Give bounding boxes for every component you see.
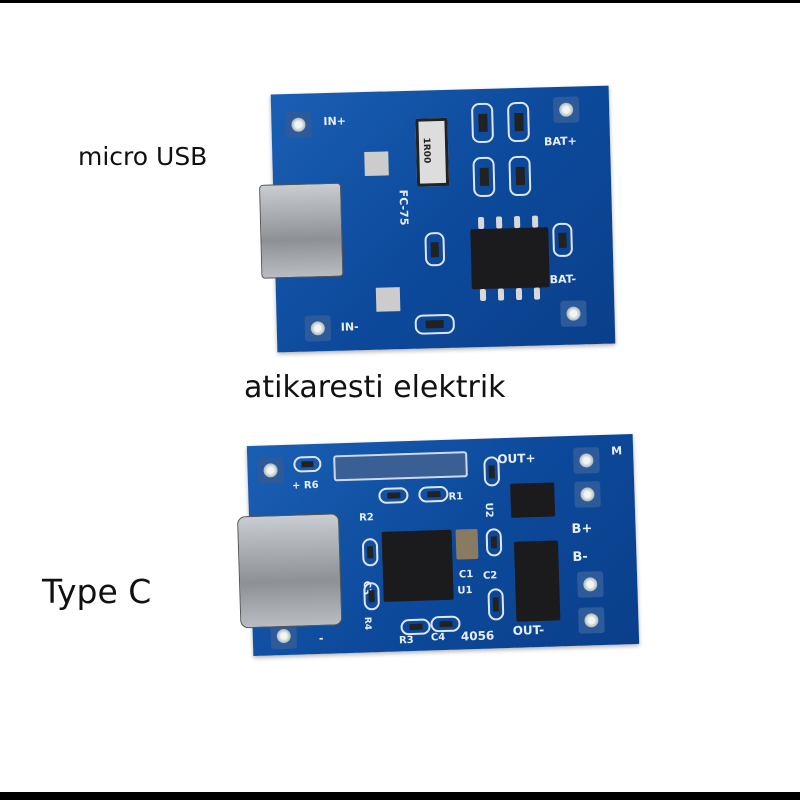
capacitor-c1 (455, 528, 479, 560)
smd-component (485, 528, 503, 557)
micro-usb-charger-board: IN+ IN- BAT+ BAT- FC-75 1R00 (259, 85, 616, 353)
label-r4: R4 (361, 616, 373, 631)
label-c1: C1 (458, 569, 474, 581)
pad-bat-minus (560, 300, 587, 327)
smd-component (363, 582, 381, 611)
pad-b-minus (576, 570, 604, 598)
smd-component (472, 156, 496, 198)
smd-component (470, 102, 495, 144)
label-bat-plus: BAT+ (543, 134, 577, 149)
label-r3: R3 (398, 634, 414, 647)
led (375, 287, 401, 312)
pad-out-minus (578, 606, 605, 634)
ic-pin (533, 287, 541, 300)
label-c4: C4 (430, 631, 446, 644)
type-c-charger-board: M B+ B- OUT+ OUT- 4056 + R6 - R1 R2 R3 R… (237, 433, 640, 657)
ic-pin (515, 287, 523, 301)
smd-component (487, 588, 505, 621)
ic-protection (513, 540, 561, 622)
pad (257, 456, 284, 484)
smd-component (293, 455, 322, 473)
label-plus-r6: + R6 (291, 479, 319, 492)
label-part: FC-75 (396, 189, 411, 226)
smd-component (378, 487, 409, 505)
ic-pin (495, 216, 503, 229)
smd-component (361, 538, 379, 567)
smd-component (414, 313, 456, 335)
smd-component (418, 485, 449, 503)
label-u1: U1 (457, 585, 473, 597)
smd-component (424, 231, 446, 267)
smd-component (430, 615, 461, 633)
label-r1: R1 (448, 491, 464, 503)
smd-component (508, 155, 532, 197)
smd-component (506, 101, 531, 143)
caption-micro-usb: micro USB (78, 142, 208, 171)
label-out-plus: OUT+ (497, 451, 536, 467)
pad-in-minus (304, 314, 332, 342)
led (364, 151, 389, 177)
label-bat-minus: BAT- (549, 272, 577, 287)
ic-u2 (510, 482, 556, 518)
ic-pin (497, 288, 505, 301)
pad-bat-plus (552, 96, 580, 124)
label-m: M (610, 444, 623, 458)
ic-pin (479, 288, 487, 302)
led-strip (333, 451, 468, 482)
label-out-minus: OUT- (512, 622, 545, 638)
label-model: 4056 (460, 628, 495, 644)
micro-usb-connector (259, 182, 344, 279)
ic-pin (531, 215, 539, 228)
top-border (0, 0, 800, 3)
ic-chip (470, 227, 550, 290)
ic-u1 (381, 529, 454, 602)
ic-pin (513, 215, 521, 229)
label-minus: - (318, 631, 324, 645)
bottom-border (0, 792, 800, 800)
pad-in-plus (285, 111, 312, 139)
label-u2: U2 (482, 502, 495, 518)
label-r2: R2 (358, 512, 374, 524)
label-b-minus: B- (572, 549, 588, 565)
label-b-plus: B+ (571, 521, 593, 537)
caption-brand: atikaresti elektrik (244, 370, 506, 405)
caption-type-c: Type C (42, 572, 152, 611)
label-in-minus: IN- (340, 320, 359, 334)
resistor-1r00: 1R00 (415, 117, 450, 187)
type-c-connector (237, 513, 343, 629)
smd-component (552, 222, 574, 258)
smd-component (483, 456, 501, 487)
pad-out-plus (573, 447, 600, 474)
label-c2: C2 (482, 570, 498, 582)
smd-component (400, 618, 431, 636)
label-in-plus: IN+ (323, 114, 347, 129)
ic-pin (477, 216, 485, 230)
pad-b-plus (574, 481, 601, 508)
